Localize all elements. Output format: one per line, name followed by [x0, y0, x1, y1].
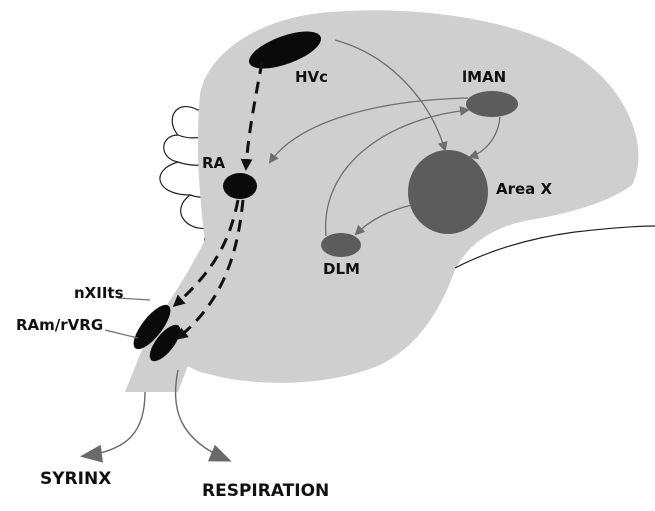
lman-to-ra-arrow — [268, 97, 469, 164]
lman-to-area-x-arrow — [468, 116, 501, 160]
ra-nucleus — [223, 173, 257, 199]
hvc-to-area-x-arrow — [334, 39, 448, 152]
area-x-nucleus — [408, 150, 488, 234]
ram-leader-line — [104, 329, 139, 339]
lman-nucleus — [466, 91, 518, 117]
dlm-nucleus — [321, 233, 361, 257]
syrinx-label: SYRINX — [40, 469, 111, 489]
hvc-nucleus — [248, 31, 322, 69]
ra-to-nxiits-arrow — [172, 199, 240, 307]
nxiits-label: nXIIts — [74, 284, 124, 302]
dlm-label: DLM — [323, 260, 360, 278]
respiration-arrow — [174, 369, 232, 462]
brainstem — [125, 240, 222, 392]
area-x-label: Area X — [496, 180, 553, 198]
dlm-to-lman-arrow — [324, 105, 470, 237]
ram-rvrg-nucleus — [149, 324, 181, 362]
gray-projections — [268, 39, 501, 237]
respiration-label: RESPIRATION — [202, 481, 329, 501]
syrinx-arrow — [80, 391, 146, 463]
nxiits-nucleus — [133, 304, 171, 350]
hvc-label: HVc — [295, 68, 328, 86]
ventral-outline — [454, 225, 655, 269]
nxiits-leader-line — [117, 297, 151, 301]
brain-silhouette — [125, 10, 639, 392]
output-arrows — [80, 369, 232, 463]
ra-label: RA — [202, 154, 226, 172]
lman-label: lMAN — [462, 68, 506, 86]
area-x-to-dlm-arrow — [354, 204, 413, 236]
motor-pathway — [172, 61, 264, 340]
ram-rvrg-label: RAm/rVRG — [16, 316, 103, 334]
